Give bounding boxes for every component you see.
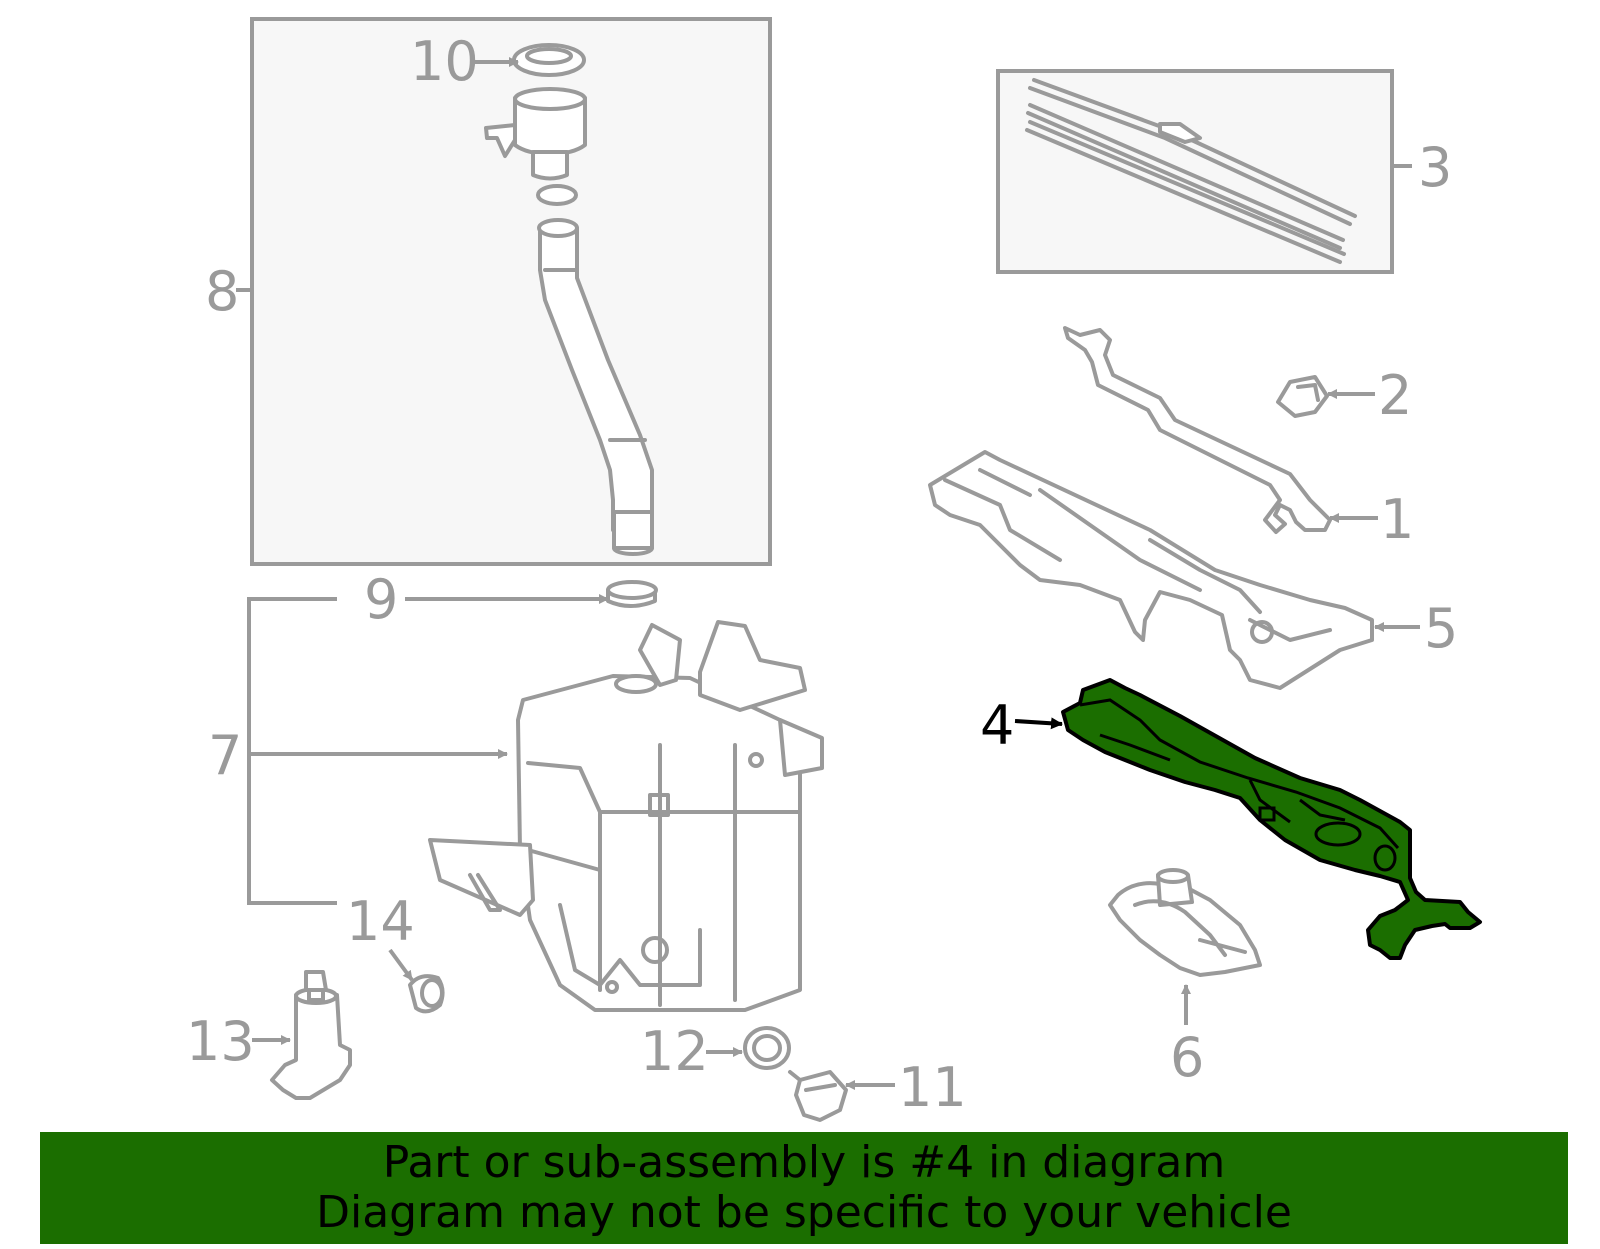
reservoir-seal-part xyxy=(606,580,658,608)
callout-1: 1 xyxy=(1380,488,1414,551)
leader-14 xyxy=(388,948,414,982)
hose-joint-part xyxy=(788,1070,848,1122)
washer-pump-part xyxy=(270,970,352,1100)
cowl-panel-part xyxy=(928,450,1374,690)
callout-8: 8 xyxy=(205,260,239,323)
callout-13: 13 xyxy=(186,1010,255,1073)
wiper-blade-box xyxy=(996,69,1394,274)
callout-14: 14 xyxy=(346,890,415,953)
callout-11: 11 xyxy=(898,1056,967,1119)
callout-4: 4 xyxy=(980,694,1014,757)
callout-3: 3 xyxy=(1418,136,1452,199)
callout-6: 6 xyxy=(1170,1026,1204,1089)
notice-line-part-number: Part or sub-assembly is #4 in diagram xyxy=(382,1137,1226,1188)
leader-4 xyxy=(1014,717,1063,730)
callout-5: 5 xyxy=(1424,597,1458,660)
notice-line-disclaimer: Diagram may not be specific to your vehi… xyxy=(316,1187,1292,1238)
callout-7: 7 xyxy=(208,724,242,787)
wiper-motor-part xyxy=(1108,868,1262,977)
wiper-linkage-part xyxy=(1061,678,1482,960)
washer-reservoir-part xyxy=(428,620,824,1012)
callout-12: 12 xyxy=(640,1020,709,1083)
filler-cap-part xyxy=(512,43,586,77)
grommet-part xyxy=(408,974,445,1014)
pump-seal-part xyxy=(743,1026,791,1070)
callout-2: 2 xyxy=(1378,364,1412,427)
callout-9: 9 xyxy=(364,568,398,631)
filler-neck-assembly-box xyxy=(250,17,772,566)
callout-10: 10 xyxy=(410,30,479,93)
wiper-arm-part xyxy=(1063,326,1332,534)
wiper-blade-part xyxy=(1025,78,1357,264)
notice-banner: Part or sub-assembly is #4 in diagram Di… xyxy=(40,1132,1568,1244)
group-7-bracket xyxy=(247,597,507,905)
arm-cap-part xyxy=(1276,375,1329,418)
filler-neck-part xyxy=(484,87,654,556)
